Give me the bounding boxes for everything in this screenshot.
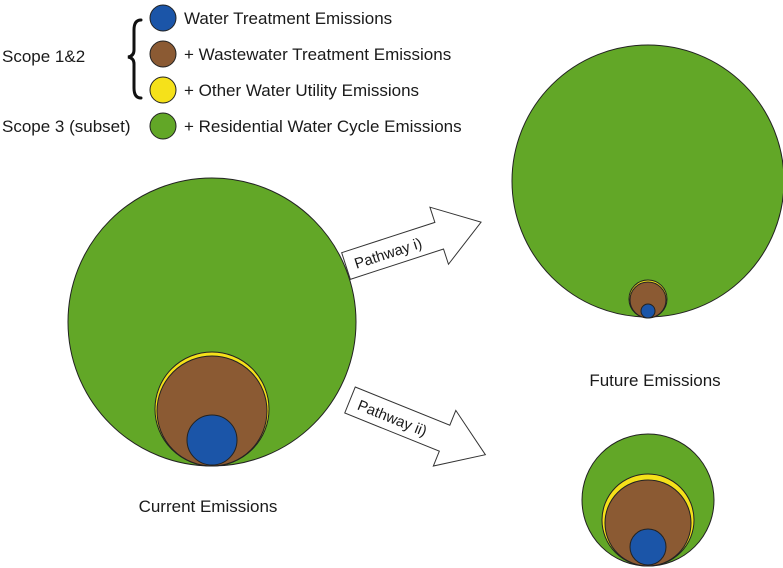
current-emissions-caption: Current Emissions — [139, 497, 278, 516]
legend-label-residential: + Residential Water Cycle Emissions — [184, 117, 462, 136]
current-water-treatment-circle — [186, 414, 238, 466]
current-emissions-circles — [67, 177, 357, 467]
future-pathway-ii-circles — [581, 433, 715, 567]
future-pathway-i-circles — [511, 44, 783, 319]
pathway-i-arrow-shape — [341, 206, 482, 280]
legend: Scope 1&2 Scope 3 (subset) Water Treatme… — [2, 4, 462, 140]
scope12-label: Scope 1&2 — [2, 47, 85, 66]
legend-swatch-residential — [149, 112, 177, 140]
pathway-ii-arrow: Pathway ii) — [344, 386, 487, 467]
future-i-water-treatment-circle — [640, 303, 656, 319]
pathway-ii-arrow-shape — [344, 386, 487, 467]
legend-swatch-other-utility — [149, 76, 177, 104]
future-ii-water-treatment-circle — [629, 528, 667, 566]
legend-label-other-utility: + Other Water Utility Emissions — [184, 81, 419, 100]
scope12-brace — [127, 18, 143, 100]
pathway-i-arrow: Pathway i) — [341, 206, 482, 280]
legend-swatch-wastewater — [149, 40, 177, 68]
legend-label-wastewater: + Wastewater Treatment Emissions — [184, 45, 451, 64]
future-emissions-caption: Future Emissions — [589, 371, 720, 390]
future-i-residential-circle — [511, 44, 783, 318]
legend-label-water-treatment: Water Treatment Emissions — [184, 9, 392, 28]
future-ii-wastewater-circle — [604, 479, 692, 567]
legend-swatch-water-treatment — [149, 4, 177, 32]
scope3-label: Scope 3 (subset) — [2, 117, 131, 136]
current-wastewater-circle — [156, 355, 268, 467]
